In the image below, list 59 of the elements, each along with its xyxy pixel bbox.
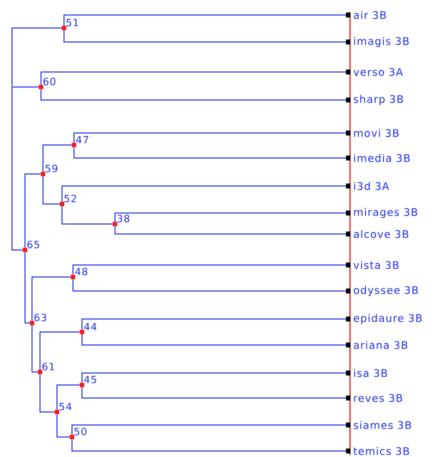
dendrogram-branch (62, 206, 114, 224)
cluster-score: 51 (66, 18, 78, 26)
cluster-score: 65 (27, 240, 40, 248)
dendrogram-branch (56, 414, 70, 438)
cluster-score: 60 (43, 78, 56, 86)
dendrogram-branch (24, 174, 42, 248)
leaf-label: mirages 3B (354, 208, 418, 218)
junction-marker (112, 222, 118, 226)
junction-marker (60, 202, 64, 206)
dendrogram-branch (40, 332, 80, 370)
dendrogram-branch (12, 86, 40, 88)
leaf-label: movi 3B (354, 128, 399, 138)
junction-marker (80, 330, 84, 334)
cluster-score: 59 (45, 164, 58, 172)
cluster-score: 52 (64, 194, 76, 202)
cluster-score: 63 (34, 314, 46, 322)
dendrogram-branch (40, 374, 56, 412)
cluster-score: 38 (117, 214, 130, 222)
dendrogram-branch (32, 324, 38, 372)
leaf-label: i3d 3A (354, 182, 390, 190)
leaf-label: alcove 3B (354, 230, 408, 238)
leaf-label: ariana 3B (354, 340, 408, 350)
cluster-score: 47 (76, 136, 88, 144)
junction-marker (30, 320, 34, 326)
leaf-label: temics 3B (353, 446, 410, 456)
leaf-label: siames 3B (354, 420, 412, 430)
leaf-label: reves 3B (354, 394, 402, 402)
dendrogram-branch (42, 176, 60, 204)
junction-marker (22, 248, 28, 252)
dendrogram-branch (56, 384, 80, 410)
junction-marker (38, 84, 44, 90)
leaf-label: sharp 3B (354, 94, 403, 106)
junction-marker (70, 434, 74, 440)
leaf-label: verso 3A (354, 68, 403, 76)
leaf-label: air 3B (354, 10, 386, 20)
cluster-score: 44 (84, 323, 96, 330)
leaf-label: vista 3B (354, 260, 399, 270)
cluster-score: 61 (42, 362, 54, 370)
dendrogram-branch (12, 28, 62, 86)
leaf-label: epidaure 3B (354, 314, 422, 324)
dendrogram-branch (32, 276, 72, 322)
junction-marker (40, 172, 46, 176)
dendrogram-branch (42, 144, 72, 172)
junction-marker (80, 382, 84, 388)
leaf-label: isa 3B (354, 368, 388, 378)
leaf-label: imedia 3B (354, 154, 410, 162)
cluster-score: 50 (74, 428, 86, 436)
cluster-score: 45 (84, 376, 96, 384)
leaf-label: odyssee 3B (354, 286, 418, 296)
cluster-score: 54 (59, 402, 72, 410)
leaf-label: imagis 3B (354, 36, 409, 48)
cluster-score: 48 (75, 268, 88, 276)
dendrogram-branch (24, 252, 30, 324)
junction-marker (38, 370, 42, 374)
junction-marker (72, 142, 76, 148)
dendrogram-branch (12, 88, 24, 250)
junction-marker (62, 26, 66, 30)
junction-marker (54, 410, 60, 414)
junction-marker (70, 274, 76, 280)
